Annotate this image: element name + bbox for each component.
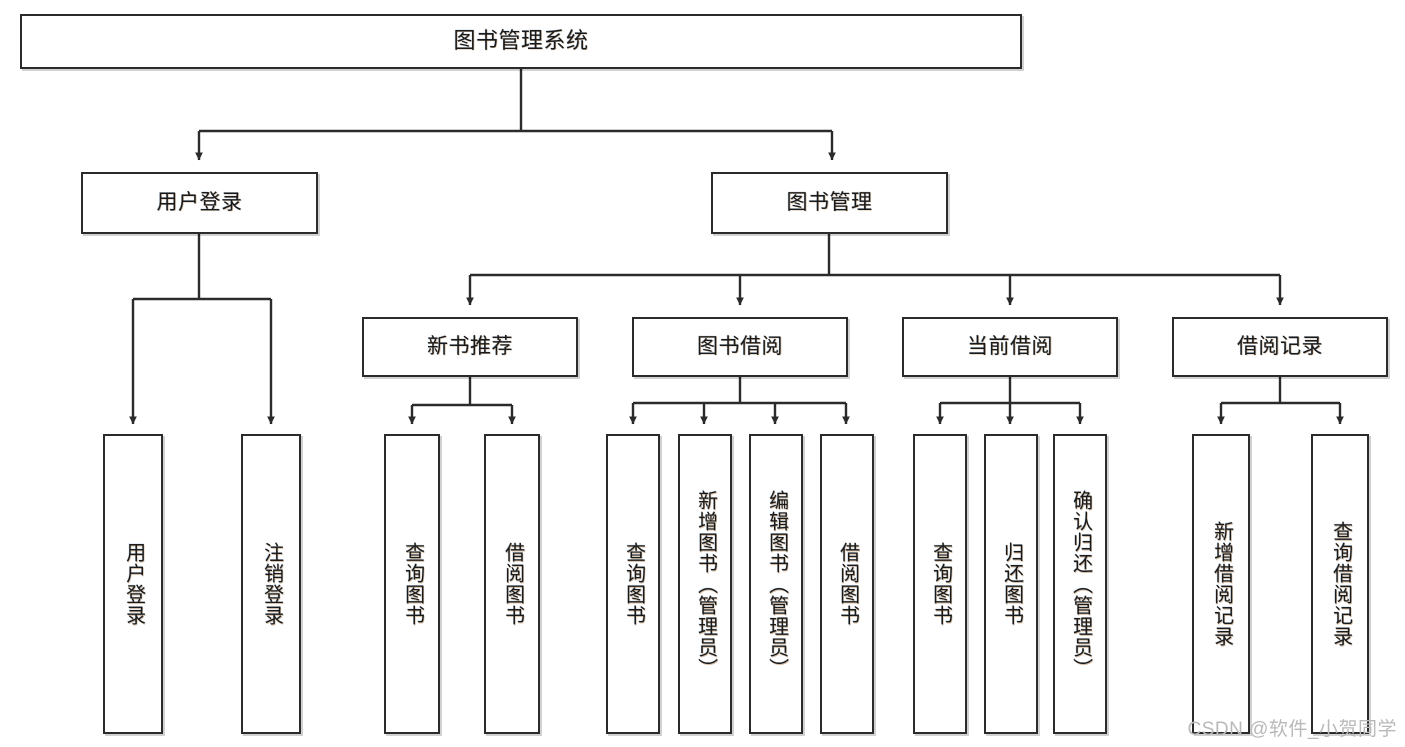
node-leaf-add-book[interactable]: 新增图书（管理员） <box>678 434 732 734</box>
node-leaf-user-logout-label: 注销登录 <box>260 542 283 626</box>
node-leaf-add-book-label: 新增图书（管理员） <box>694 489 717 679</box>
node-root[interactable]: 图书管理系统 <box>20 14 1022 69</box>
node-borrow-record-label: 借阅记录 <box>1237 335 1323 359</box>
node-new-book-rec[interactable]: 新书推荐 <box>362 317 578 377</box>
node-leaf-query-book-1-label: 查询图书 <box>401 542 424 626</box>
node-leaf-query-book-3[interactable]: 查询图书 <box>913 434 967 734</box>
node-leaf-borrow-book-2-label: 借阅图书 <box>836 542 859 626</box>
node-book-borrow[interactable]: 图书借阅 <box>632 317 848 377</box>
node-leaf-return-book-label: 归还图书 <box>1000 542 1023 626</box>
node-leaf-user-login[interactable]: 用户登录 <box>103 434 163 734</box>
node-leaf-confirm-return[interactable]: 确认归还（管理员） <box>1053 434 1107 734</box>
node-user-login-label: 用户登录 <box>156 191 243 215</box>
node-leaf-user-login-label: 用户登录 <box>122 542 145 626</box>
node-leaf-edit-book-label: 编辑图书（管理员） <box>765 489 788 679</box>
node-current-borrow[interactable]: 当前借阅 <box>902 317 1118 377</box>
node-book-manage-label: 图书管理 <box>786 191 873 215</box>
node-leaf-borrow-book-1[interactable]: 借阅图书 <box>484 434 540 734</box>
node-leaf-query-book-2[interactable]: 查询图书 <box>606 434 660 734</box>
node-borrow-record[interactable]: 借阅记录 <box>1172 317 1388 377</box>
node-root-label: 图书管理系统 <box>453 28 589 54</box>
node-book-borrow-label: 图书借阅 <box>697 335 783 359</box>
node-leaf-borrow-book-1-label: 借阅图书 <box>501 542 524 626</box>
node-leaf-add-record-label: 新增借阅记录 <box>1210 521 1233 647</box>
node-leaf-borrow-book-2[interactable]: 借阅图书 <box>820 434 874 734</box>
node-leaf-query-record-label: 查询借阅记录 <box>1329 521 1352 647</box>
node-leaf-add-record[interactable]: 新增借阅记录 <box>1192 434 1250 734</box>
node-leaf-query-book-2-label: 查询图书 <box>622 542 645 626</box>
node-leaf-query-book-3-label: 查询图书 <box>929 542 952 626</box>
node-leaf-confirm-return-label: 确认归还（管理员） <box>1069 489 1092 679</box>
node-book-manage[interactable]: 图书管理 <box>711 172 948 234</box>
node-user-login[interactable]: 用户登录 <box>81 172 318 234</box>
node-new-book-rec-label: 新书推荐 <box>427 335 513 359</box>
node-leaf-return-book[interactable]: 归还图书 <box>984 434 1038 734</box>
node-leaf-user-logout[interactable]: 注销登录 <box>241 434 301 734</box>
node-leaf-query-book-1[interactable]: 查询图书 <box>384 434 440 734</box>
node-current-borrow-label: 当前借阅 <box>967 335 1053 359</box>
node-leaf-query-record[interactable]: 查询借阅记录 <box>1311 434 1369 734</box>
node-leaf-edit-book[interactable]: 编辑图书（管理员） <box>749 434 803 734</box>
